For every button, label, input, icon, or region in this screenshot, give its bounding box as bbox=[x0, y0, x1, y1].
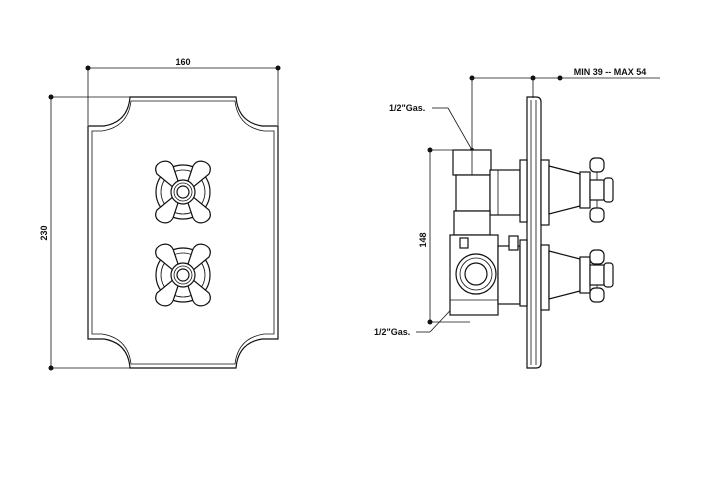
lower-cross-handle bbox=[155, 243, 211, 307]
front-view: 160 230 bbox=[39, 57, 281, 371]
upper-cross-handle bbox=[155, 160, 211, 224]
side-view: MIN 39 -- MAX 54 148 1/2"Gas. 1/2"Gas. bbox=[374, 67, 660, 369]
depth-label: MIN 39 -- MAX 54 bbox=[574, 67, 647, 77]
width-label: 160 bbox=[175, 57, 190, 67]
upper-connection-label: 1/2"Gas. bbox=[389, 103, 425, 113]
lower-handle-side bbox=[548, 249, 614, 303]
depth-dimension: MIN 39 -- MAX 54 bbox=[469, 67, 660, 150]
upper-connection-callout: 1/2"Gas. bbox=[389, 103, 474, 152]
height-label: 230 bbox=[39, 225, 49, 240]
upper-handle-side bbox=[548, 157, 614, 223]
height-dimension: 230 bbox=[39, 94, 130, 371]
spacing-label: 148 bbox=[418, 232, 428, 247]
cover-plate-inner-edge bbox=[91, 100, 275, 365]
cover-plate bbox=[87, 96, 279, 369]
lower-connection-label: 1/2"Gas. bbox=[374, 327, 410, 337]
width-dimension: 160 bbox=[85, 57, 281, 125]
wall-plate-profile bbox=[526, 96, 550, 369]
valve-body bbox=[449, 149, 528, 316]
